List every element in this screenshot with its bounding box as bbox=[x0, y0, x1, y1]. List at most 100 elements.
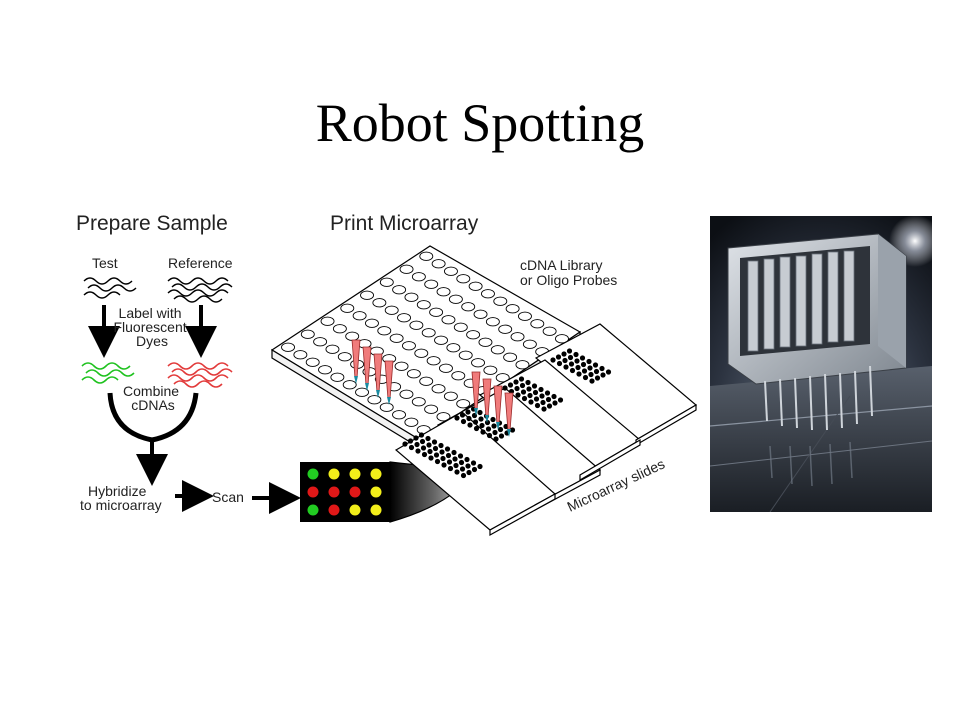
plate-well bbox=[318, 365, 332, 375]
printed-spot bbox=[534, 402, 541, 409]
printed-spot bbox=[527, 392, 533, 399]
printed-spot bbox=[434, 458, 441, 465]
plate-well bbox=[456, 274, 471, 284]
plate-well bbox=[355, 387, 369, 397]
plate-well bbox=[498, 324, 513, 334]
pin-tip bbox=[474, 408, 478, 416]
printed-spot bbox=[426, 442, 432, 448]
plate-well bbox=[402, 341, 416, 351]
printed-spot bbox=[576, 371, 582, 377]
printed-spot bbox=[528, 399, 534, 405]
plate-well bbox=[434, 335, 448, 345]
plate-well bbox=[439, 363, 453, 373]
printed-spot bbox=[485, 426, 492, 432]
label-dyes-text: Label with Fluorescent Dyes bbox=[113, 305, 190, 349]
printed-spot bbox=[605, 369, 612, 375]
printed-spot bbox=[589, 378, 595, 384]
plate-well bbox=[471, 358, 485, 368]
plate-well bbox=[360, 290, 374, 300]
plate-well bbox=[406, 369, 421, 379]
printed-spot bbox=[421, 451, 428, 458]
printed-spot bbox=[439, 449, 445, 455]
scan-spot-yellow bbox=[349, 504, 361, 516]
printed-spot bbox=[533, 396, 540, 402]
printed-spot bbox=[454, 415, 460, 421]
printed-spot bbox=[575, 364, 581, 371]
plate-well bbox=[337, 352, 352, 362]
printed-spot bbox=[453, 462, 459, 469]
printed-spot bbox=[552, 400, 558, 406]
printed-spot bbox=[513, 379, 519, 385]
scan-spot-red bbox=[349, 486, 361, 498]
printed-spot bbox=[427, 448, 433, 455]
plate-well bbox=[451, 371, 466, 381]
printed-spot bbox=[486, 432, 493, 439]
printed-spot bbox=[550, 357, 556, 363]
printed-spot bbox=[544, 390, 551, 396]
reference-sample-squiggles bbox=[167, 277, 233, 303]
printed-spot bbox=[408, 444, 415, 451]
printed-spot bbox=[514, 385, 520, 392]
scan-spot-red bbox=[328, 486, 340, 498]
plate-well bbox=[300, 329, 315, 339]
printed-spot bbox=[477, 463, 483, 470]
printed-spot bbox=[562, 357, 568, 364]
printed-spot bbox=[425, 435, 431, 442]
plate-well bbox=[281, 342, 295, 352]
scan-result-spots bbox=[307, 468, 382, 516]
slide-title: Robot Spotting bbox=[315, 93, 645, 153]
printed-spot bbox=[561, 351, 567, 357]
printed-spot bbox=[445, 452, 452, 459]
plate-well bbox=[365, 318, 379, 328]
plate-well bbox=[458, 350, 473, 360]
printed-spot bbox=[470, 460, 477, 466]
printed-spot bbox=[465, 463, 471, 469]
printed-spot bbox=[458, 459, 465, 466]
scan-spot-yellow bbox=[370, 486, 382, 498]
printed-spot bbox=[587, 365, 593, 371]
printed-spot bbox=[479, 422, 485, 429]
plate-well bbox=[453, 322, 468, 332]
printed-spot bbox=[418, 432, 425, 438]
plate-well bbox=[419, 376, 434, 386]
printed-spot bbox=[588, 371, 594, 378]
printed-spot bbox=[498, 433, 505, 439]
printed-spot bbox=[446, 459, 453, 465]
pin-tip bbox=[485, 415, 489, 423]
printed-spot bbox=[509, 427, 516, 433]
plate-well bbox=[443, 391, 458, 401]
printed-spot bbox=[402, 441, 408, 447]
printed-spot bbox=[471, 466, 478, 473]
printed-spot bbox=[467, 422, 473, 428]
plate-well bbox=[345, 331, 360, 341]
printed-spot bbox=[451, 449, 457, 456]
printed-spot bbox=[492, 429, 498, 436]
pin-tip bbox=[387, 397, 391, 405]
printed-spot bbox=[473, 425, 480, 432]
plate-well bbox=[495, 373, 510, 383]
printed-spot bbox=[563, 364, 569, 370]
printed-spot bbox=[600, 372, 606, 378]
plate-well bbox=[473, 309, 488, 319]
plate-well bbox=[446, 343, 461, 353]
printed-spot bbox=[507, 382, 514, 388]
printed-spot bbox=[457, 453, 464, 459]
printed-spot bbox=[599, 365, 605, 372]
printed-spot bbox=[556, 360, 563, 367]
plate-well bbox=[394, 361, 409, 371]
printed-spot bbox=[413, 435, 419, 441]
slide-printed-spots bbox=[402, 348, 612, 479]
printed-spot bbox=[531, 383, 538, 389]
plate-well bbox=[313, 337, 328, 347]
plate-well bbox=[416, 300, 431, 310]
plate-well bbox=[478, 337, 493, 347]
printed-spot bbox=[491, 423, 497, 429]
printed-spot bbox=[407, 438, 414, 444]
printed-spot bbox=[532, 389, 539, 396]
plate-well bbox=[542, 326, 557, 336]
scan-spot-red bbox=[307, 486, 319, 498]
plate-well bbox=[424, 404, 439, 414]
printed-spot bbox=[460, 418, 467, 425]
printed-spot bbox=[478, 416, 484, 422]
